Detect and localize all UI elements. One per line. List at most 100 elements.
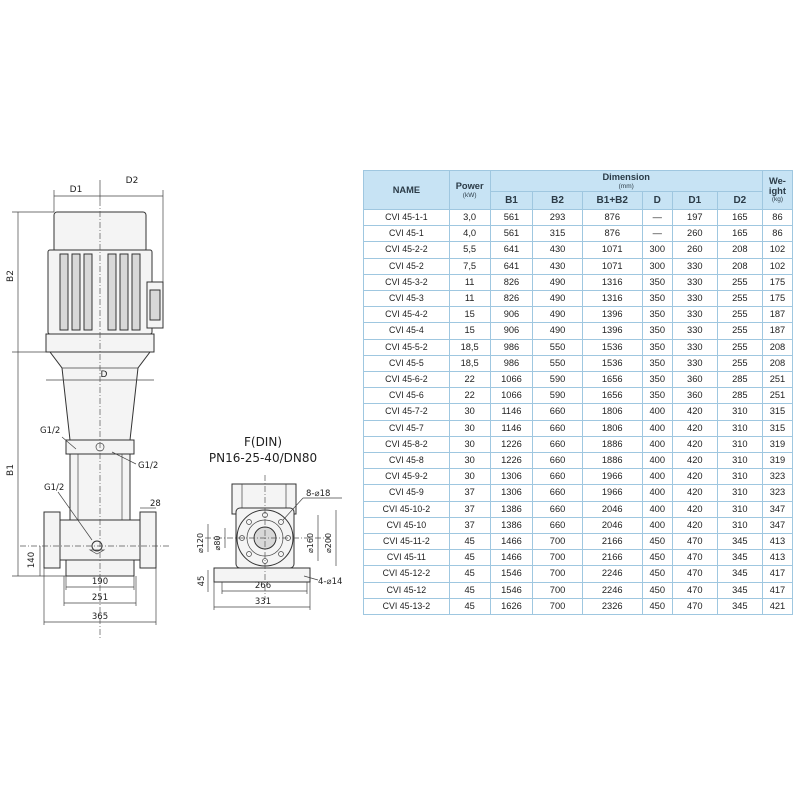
cell-weight: 315 [761,419,794,437]
cell-name: CVI 45-7 [363,419,450,437]
cell-weight: 208 [761,338,794,356]
cell-d1: 470 [671,597,718,616]
cell-weight: 319 [761,435,794,454]
cell-name: CVI 45-10 [363,516,450,535]
cell-b1b2: 1071 [581,257,643,275]
cell-d: 400 [641,435,673,454]
cell-b2: 660 [532,435,583,454]
cell-name: CVI 45-9-2 [363,468,450,486]
cell-b2: 550 [532,354,583,373]
cell-power: 11 [448,273,491,292]
header-dimension: Dimension(mm) [489,170,763,192]
cell-d1: 360 [671,371,718,389]
cell-b1b2: 1536 [581,338,643,356]
cell-name: CVI 45-8-2 [363,435,450,454]
cell-weight: 413 [761,533,794,551]
cell-weight: 323 [761,468,794,486]
cell-name: CVI 45-6 [363,387,450,405]
cell-b1b2: 2166 [581,533,643,551]
dim-d1: D1 [70,185,83,195]
cell-b1: 1066 [489,371,534,389]
cell-d: 300 [641,257,673,275]
cell-power: 22 [448,387,491,405]
cell-b1: 1146 [489,403,534,421]
cell-d2: 285 [716,387,763,405]
cell-d: 400 [641,484,673,502]
cell-d2: 310 [716,403,763,421]
cell-power: 30 [448,468,491,486]
cell-b1b2: 1396 [581,306,643,324]
cell-name: CVI 45-12-2 [363,565,450,583]
cell-b1: 986 [489,354,534,373]
dim-d2: D2 [126,176,139,186]
cell-power: 30 [448,403,491,421]
cell-d2: 345 [716,581,763,599]
cell-weight: 102 [761,241,794,259]
cell-b1b2: 1806 [581,403,643,421]
cell-d2: 345 [716,597,763,616]
cell-b2: 660 [532,484,583,502]
cell-power: 30 [448,452,491,470]
header-b1: B1 [489,191,534,210]
flange-title-2: PN16-25-40/DN80 [209,451,317,465]
cell-b2: 430 [532,241,583,259]
cell-d1: 330 [671,338,718,356]
cell-b2: 660 [532,468,583,486]
cell-d1: 330 [671,322,718,340]
cell-b1b2: 2326 [581,597,643,616]
cell-weight: 417 [761,581,794,599]
cell-d2: 310 [716,516,763,535]
cell-d: 350 [641,273,673,292]
dim-dia-120: ⌀120 [196,533,205,553]
cell-name: CVI 45-8 [363,452,450,470]
cell-d: 450 [641,597,673,616]
cell-weight: 315 [761,403,794,421]
cell-weight: 251 [761,387,794,405]
cell-d1: 330 [671,290,718,308]
cell-d: 450 [641,549,673,567]
cell-weight: 319 [761,452,794,470]
cell-b1: 906 [489,322,534,340]
cell-b1: 1466 [489,533,534,551]
cell-d: 400 [641,468,673,486]
cell-name: CVI 45-11 [363,549,450,567]
cell-d1: 420 [671,452,718,470]
cell-name: CVI 45-6-2 [363,371,450,389]
cell-b2: 293 [532,208,583,227]
cell-power: 45 [448,549,491,567]
dim-251: 251 [92,593,108,603]
cell-power: 45 [448,581,491,599]
label-g12-top: G1/2 [40,426,60,436]
cell-d2: 255 [716,290,763,308]
cell-b1: 826 [489,273,534,292]
cell-b1b2: 1316 [581,273,643,292]
cell-name: CVI 45-4-2 [363,306,450,324]
cell-name: CVI 45-10-2 [363,500,450,518]
cell-power: 37 [448,500,491,518]
dim-dia-200: ⌀200 [324,533,333,553]
cell-d2: 255 [716,322,763,340]
cell-b1: 1386 [489,516,534,535]
cell-d: 400 [641,403,673,421]
cell-d1: 330 [671,257,718,275]
header-power: Power(kW) [448,170,491,210]
dim-365: 365 [92,612,108,622]
cell-weight: 208 [761,354,794,373]
cell-d2: 255 [716,273,763,292]
cell-d: 350 [641,371,673,389]
cell-d: 400 [641,452,673,470]
cell-d1: 197 [671,208,718,227]
cell-d1: 470 [671,549,718,567]
cell-b1: 641 [489,257,534,275]
cell-d2: 255 [716,338,763,356]
cell-b1: 1306 [489,484,534,502]
